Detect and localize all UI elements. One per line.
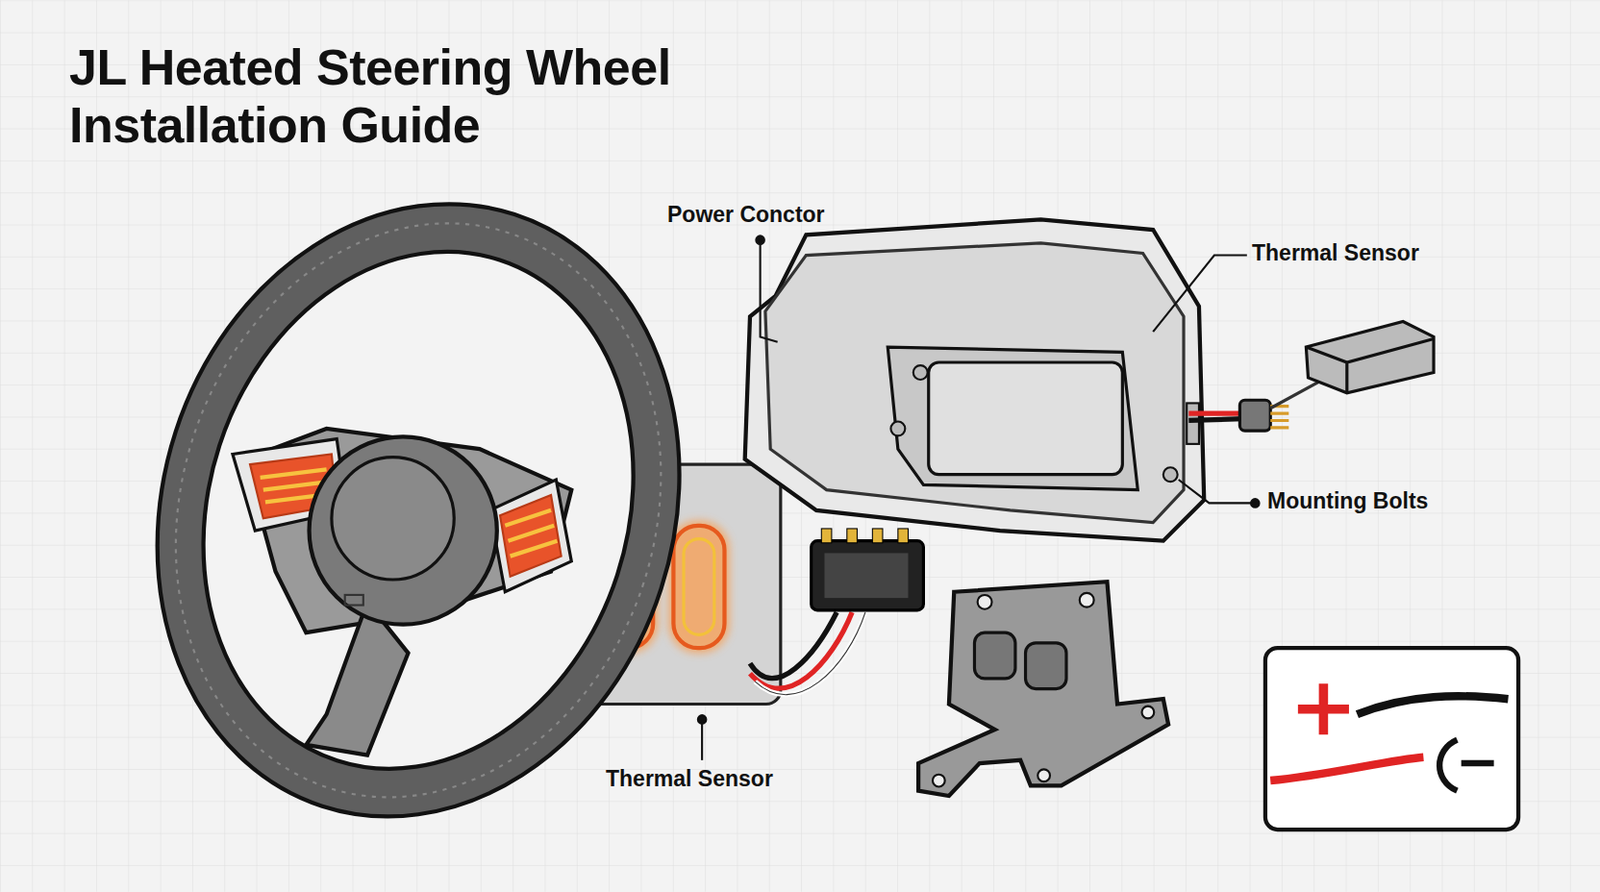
part-label: Thermal Sensor: [1251, 240, 1420, 267]
page-title: JL Heated Steering Wheel Installation Gu…: [69, 38, 839, 154]
mounting-bracket: [918, 581, 1169, 797]
part-label: Power Conctor: [667, 201, 825, 228]
thermal-sensor: [1188, 322, 1434, 432]
part-label: Thermal Sensor: [605, 766, 774, 793]
wire-connector: [750, 528, 924, 696]
cluster-housing: [745, 219, 1205, 541]
part-label: Mounting Bolts: [1267, 488, 1428, 515]
polarity-symbol: [1265, 648, 1519, 830]
leader-lines: [698, 235, 1260, 760]
